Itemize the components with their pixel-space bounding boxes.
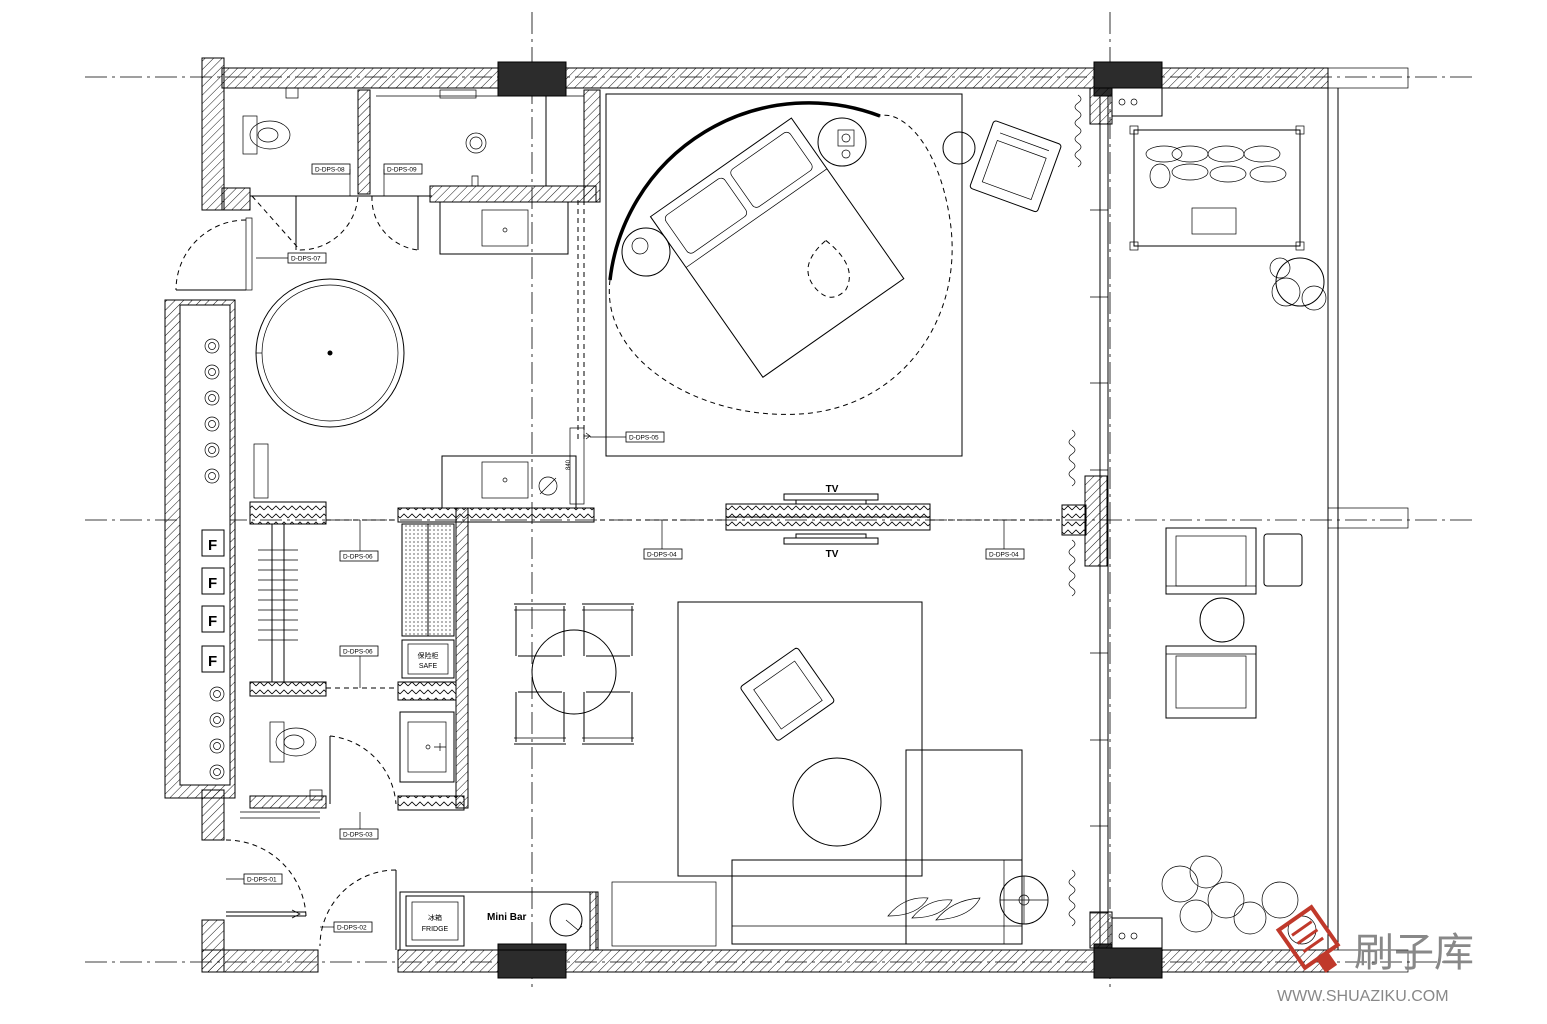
tag-d-dps-04-right: D-DPS-04	[985, 520, 1025, 560]
entry-door	[225, 839, 397, 950]
vanity-lower	[399, 711, 455, 783]
brand-logo-icon	[1275, 904, 1341, 973]
balcony	[1129, 125, 1327, 945]
dining-chair-2	[582, 603, 634, 657]
hangers	[258, 549, 298, 641]
svg-text:D-DPS-08: D-DPS-08	[315, 167, 345, 174]
tag-d-dps-06-upper: D-DPS-06	[339, 520, 379, 562]
curtains	[1068, 94, 1082, 927]
tag-d-dps-06-lower: D-DPS-06	[339, 645, 379, 688]
watermark-brand: 刷子库	[1354, 931, 1474, 975]
tag-d-dps-02: D-DPS-02	[320, 921, 373, 933]
svg-text:D-DPS-06: D-DPS-06	[343, 649, 373, 656]
fridge-label-en: FRIDGE	[422, 926, 449, 933]
plant-upper	[1269, 257, 1327, 311]
tv-label-bottom: TV	[826, 549, 839, 560]
tv-wall: TV TV	[600, 484, 1060, 560]
dining-chair-1	[514, 603, 566, 657]
lounge-chair-1	[1165, 527, 1257, 595]
tag-d-dps-04-left: D-DPS-04	[643, 520, 683, 560]
wardrobe-f-3: F	[208, 613, 217, 630]
wardrobe-strip: F F F F	[201, 338, 269, 780]
dining-chair-4	[582, 691, 634, 745]
tv-label-top: TV	[826, 484, 839, 495]
toilet-lower	[269, 721, 317, 763]
watermark-url: WWW.SHUAZIKU.COM	[1277, 988, 1449, 1005]
wardrobe-f-4: F	[208, 653, 217, 670]
tag-d-dps-03: D-DPS-03	[339, 812, 379, 840]
structural-columns	[497, 61, 1163, 979]
svg-text:D-DPS-05: D-DPS-05	[629, 435, 659, 442]
closet-area: 保险柜 SAFE	[249, 501, 595, 811]
vanity-upper	[439, 175, 569, 255]
svg-text:D-DPS-07: D-DPS-07	[291, 256, 321, 263]
svg-text:D-DPS-04: D-DPS-04	[989, 552, 1019, 559]
mini-bar: 冰箱 FRIDGE Mini Bar	[399, 881, 717, 951]
fridge-label-cn: 冰箱	[428, 913, 442, 922]
side-door-upper	[175, 217, 253, 291]
axis-lines	[85, 12, 1475, 990]
toilet-upper	[242, 87, 299, 155]
living-area	[677, 601, 1049, 945]
floor-lamp	[999, 875, 1049, 925]
daybed	[1129, 125, 1305, 251]
tag-d-dps-01: D-DPS-01	[226, 873, 283, 885]
bathroom-upper	[242, 87, 601, 440]
living-armchair	[740, 647, 835, 741]
tag-d-dps-07: D-DPS-07	[256, 252, 327, 264]
phone-icon	[837, 129, 855, 159]
tag-d-dps-09: D-DPS-09	[383, 163, 423, 196]
bedroom	[569, 93, 1062, 505]
safe-label-cn: 保险柜	[418, 651, 439, 660]
section-tags: D-DPS-08 D-DPS-09 D-DPS-07 D-DPS-05 D-DP…	[226, 163, 1025, 933]
lounge-chair-2	[1165, 645, 1257, 719]
svg-text:D-DPS-04: D-DPS-04	[647, 552, 677, 559]
dining-chair-3	[514, 691, 566, 745]
svg-text:D-DPS-02: D-DPS-02	[337, 925, 367, 932]
exterior-walls	[164, 57, 1409, 973]
wardrobe-f-markers: F F F F	[201, 529, 225, 673]
svg-text:D-DPS-09: D-DPS-09	[387, 167, 417, 174]
central-vanity: 840	[441, 455, 577, 509]
svg-text:D-DPS-06: D-DPS-06	[343, 554, 373, 561]
double-bed	[649, 117, 905, 378]
plants-lower	[1161, 855, 1317, 945]
wardrobe-f-1: F	[208, 537, 217, 554]
bathroom-lower	[240, 711, 455, 819]
round-bathtub	[255, 278, 405, 428]
wardrobe-f-2: F	[208, 575, 217, 592]
dining-set	[514, 603, 634, 745]
watermark: 刷子库 WWW.SHUAZIKU.COM	[1275, 904, 1474, 1005]
svg-text:D-DPS-01: D-DPS-01	[247, 877, 277, 884]
svg-text:D-DPS-03: D-DPS-03	[343, 832, 373, 839]
safe: 保险柜 SAFE	[401, 639, 455, 679]
sofa	[731, 749, 1023, 945]
dimension-840: 840	[566, 459, 572, 470]
mini-bar-label: Mini Bar	[487, 912, 527, 923]
bedroom-armchair	[969, 120, 1062, 213]
tag-d-dps-05: D-DPS-05	[590, 431, 665, 443]
safe-label-en: SAFE	[419, 663, 438, 670]
tag-d-dps-08: D-DPS-08	[311, 163, 351, 196]
